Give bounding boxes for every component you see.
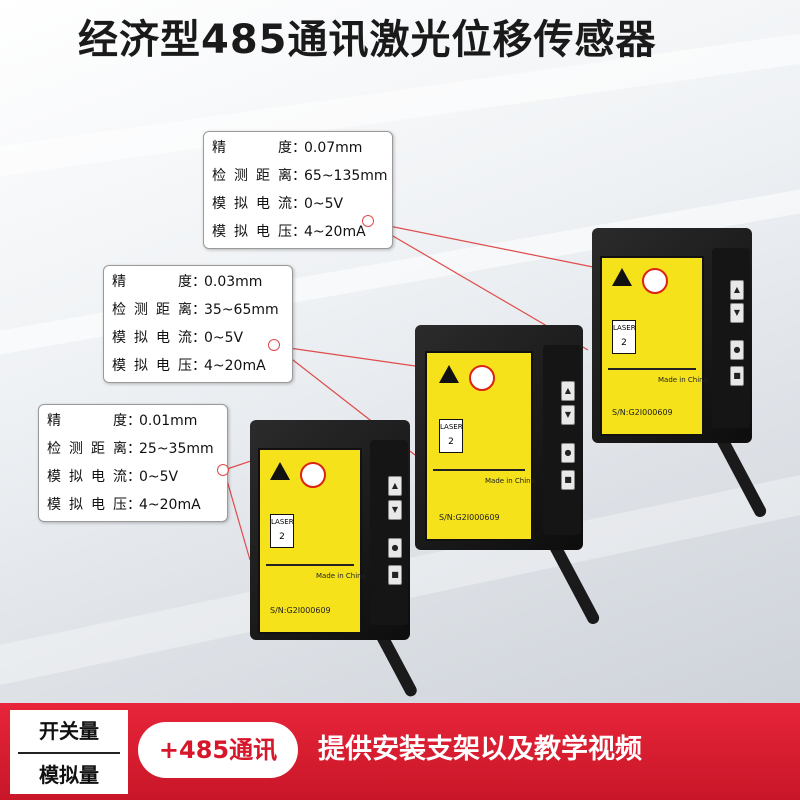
laser-class: 2 [448, 437, 454, 447]
made-in-label: Made in China [485, 477, 535, 485]
laser-class: 2 [621, 338, 627, 348]
spec-key: 模拟电压 [112, 358, 192, 374]
mode-divider [18, 752, 120, 754]
made-in-label: Made in China [658, 376, 708, 384]
spec-value: 35~65mm [204, 302, 279, 318]
set-button[interactable]: ● [388, 538, 402, 558]
serial-number: S/N:G2I000609 [612, 408, 673, 417]
laser-line [223, 469, 251, 561]
mode-button[interactable]: ■ [561, 470, 575, 490]
label-stripe [266, 564, 354, 566]
promo-bar [0, 703, 800, 800]
spec-key: 模拟电压 [47, 497, 127, 513]
spec-key: 检测距离 [212, 168, 292, 184]
warning-label: LASER 2 S/N:G2I000609 Made in China [425, 351, 535, 541]
serial-number: S/N:G2I000609 [439, 513, 500, 522]
warning-triangle-icon [612, 268, 632, 286]
warning-triangle-icon [439, 365, 459, 383]
spec-value: 0.03mm [204, 274, 263, 290]
down-button[interactable]: ▼ [388, 500, 402, 520]
laser-class-tag: LASER 2 [612, 320, 636, 354]
down-button[interactable]: ▼ [730, 303, 744, 323]
laser-text: LASER [440, 423, 463, 431]
laser-target-dot [362, 215, 374, 227]
down-button[interactable]: ▼ [561, 405, 575, 425]
laser-class: 2 [279, 532, 285, 542]
laser-text: LASER [613, 324, 636, 332]
laser-target-dot [268, 339, 280, 351]
no-stare-icon [642, 268, 668, 294]
laser-line [368, 221, 599, 269]
spec-value: 4~20mA [204, 358, 266, 374]
spec-value: 0~5V [304, 196, 344, 212]
mode-button[interactable]: ■ [388, 565, 402, 585]
spec-value: 0~5V [204, 330, 244, 346]
no-stare-icon [469, 365, 495, 391]
spec-key: 精 度 [212, 140, 292, 156]
spec-key: 精 度 [47, 413, 127, 429]
up-button[interactable]: ▲ [730, 280, 744, 300]
set-button[interactable]: ● [561, 443, 575, 463]
spec-key: 精 度 [112, 274, 192, 290]
laser-sensor-3: LASER 2 S/N:G2I000609 Made in China ▲ ▼ ●… [250, 420, 420, 705]
spec-value: 0~5V [139, 469, 179, 485]
rs485-badge: +485通讯 [138, 722, 298, 778]
set-button[interactable]: ● [730, 340, 744, 360]
laser-sensor-2: LASER 2 S/N:G2I000609 Made in China ▲ ▼ ●… [415, 325, 602, 635]
warning-label: LASER 2 S/N:G2I000609 Made in China [258, 448, 366, 634]
up-button[interactable]: ▲ [561, 381, 575, 401]
analog-output-label: 模拟量 [39, 763, 99, 787]
spec-key: 模拟电流 [212, 196, 292, 212]
spec-value: 0.07mm [304, 140, 363, 156]
spec-key: 模拟电流 [112, 330, 192, 346]
sensor-side-face [712, 248, 750, 428]
spec-card-2: 精 度：0.03mm 检测距离：35~65mm 模拟电流：0~5V 模拟电压：4… [103, 265, 293, 383]
spec-key: 模拟电压 [212, 224, 292, 240]
spec-key: 模拟电流 [47, 469, 127, 485]
spec-value: 25~35mm [139, 441, 214, 457]
sensor-side-face [543, 345, 581, 535]
mode-button[interactable]: ■ [730, 366, 744, 386]
laser-sensor-1: LASER 2 S/N:G2I000609 Made in China ▲ ▼ ●… [592, 228, 769, 528]
no-stare-icon [300, 462, 326, 488]
spec-value: 4~20mA [139, 497, 201, 513]
spec-card-1: 精 度：0.07mm 检测距离：65~135mm 模拟电流：0~5V 模拟电压：… [203, 131, 393, 249]
spec-card-3: 精 度：0.01mm 检测距离：25~35mm 模拟电流：0~5V 模拟电压：4… [38, 404, 228, 522]
warning-label: LASER 2 S/N:G2I000609 Made in China [600, 256, 708, 436]
spec-value: 4~20mA [304, 224, 366, 240]
label-stripe [433, 469, 525, 471]
laser-class-tag: LASER 2 [270, 514, 294, 548]
up-button[interactable]: ▲ [388, 476, 402, 496]
warning-triangle-icon [270, 462, 290, 480]
label-stripe [608, 368, 696, 370]
spec-value: 65~135mm [304, 168, 388, 184]
output-mode-box: 开关量 模拟量 [10, 710, 128, 794]
laser-class-tag: LASER 2 [439, 419, 463, 453]
spec-key: 检测距离 [47, 441, 127, 457]
spec-value: 0.01mm [139, 413, 198, 429]
made-in-label: Made in China [316, 572, 366, 580]
serial-number: S/N:G2I000609 [270, 606, 331, 615]
page-title: 经济型485通讯激光位移传感器 [78, 17, 657, 63]
sensor-side-face [370, 440, 408, 625]
spec-key: 检测距离 [112, 302, 192, 318]
laser-text: LASER [271, 518, 294, 526]
laser-target-dot [217, 464, 229, 476]
laser-line [274, 345, 423, 368]
promo-text: 提供安装支架以及教学视频 [318, 734, 642, 765]
switch-output-label: 开关量 [39, 719, 99, 743]
